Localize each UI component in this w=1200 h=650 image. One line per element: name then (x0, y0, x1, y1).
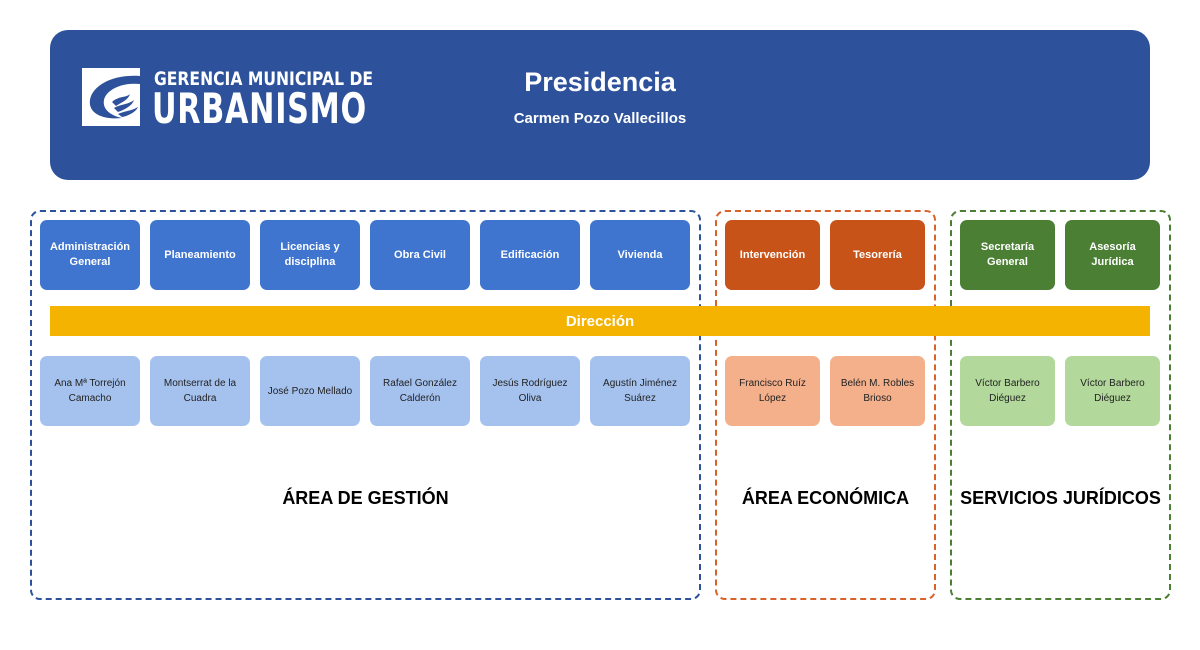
person-box: Agustín Jiménez Suárez (590, 356, 690, 426)
dept-box: Obra Civil (370, 220, 470, 290)
person-box: Ana Mª Torrejón Camacho (40, 356, 140, 426)
person-box: Víctor Barbero Diéguez (960, 356, 1055, 426)
area-gestion-label: ÁREA DE GESTIÓN (282, 488, 449, 508)
dept-box: Planeamiento (150, 220, 250, 290)
person-box: Jesús Rodríguez Oliva (480, 356, 580, 426)
dept-box: Edificación (480, 220, 580, 290)
area-economica-frame (715, 210, 936, 600)
area-gestion-frame (30, 210, 701, 600)
person-box: Víctor Barbero Diéguez (1065, 356, 1160, 426)
logo-text-line1: GERENCIA MUNICIPAL DE (154, 68, 374, 90)
person-box: Francisco Ruíz López (725, 356, 820, 426)
person-box: José Pozo Mellado (260, 356, 360, 426)
person-box: Belén M. Robles Brioso (830, 356, 925, 426)
dept-box: Intervención (725, 220, 820, 290)
presidencia-name: Carmen Pozo Vallecillos (513, 110, 687, 127)
dept-box: Tesorería (830, 220, 925, 290)
presidencia-title: Presidencia (524, 67, 676, 97)
person-box: Montserrat de la Cuadra (150, 356, 250, 426)
area-economica-label: ÁREA ECONÓMICA (741, 488, 910, 508)
area-juridicos-frame (950, 210, 1171, 600)
dept-box: Administración General (40, 220, 140, 290)
presidencia-header: GERENCIA MUNICIPAL DE URBANISMO Presiden… (50, 30, 1150, 180)
person-box: Rafael González Calderón (370, 356, 470, 426)
logo-text-line2: URBANISMO (152, 84, 367, 133)
logo-mark-icon (82, 68, 140, 126)
area-juridicos-label: SERVICIOS JURÍDICOS (960, 488, 1161, 508)
dept-box: Licencias y disciplina (260, 220, 360, 290)
dept-box: Secretaría General (960, 220, 1055, 290)
dept-box: Asesoría Jurídica (1065, 220, 1160, 290)
dept-box: Vivienda (590, 220, 690, 290)
direccion-bar: Dirección (50, 306, 1150, 336)
